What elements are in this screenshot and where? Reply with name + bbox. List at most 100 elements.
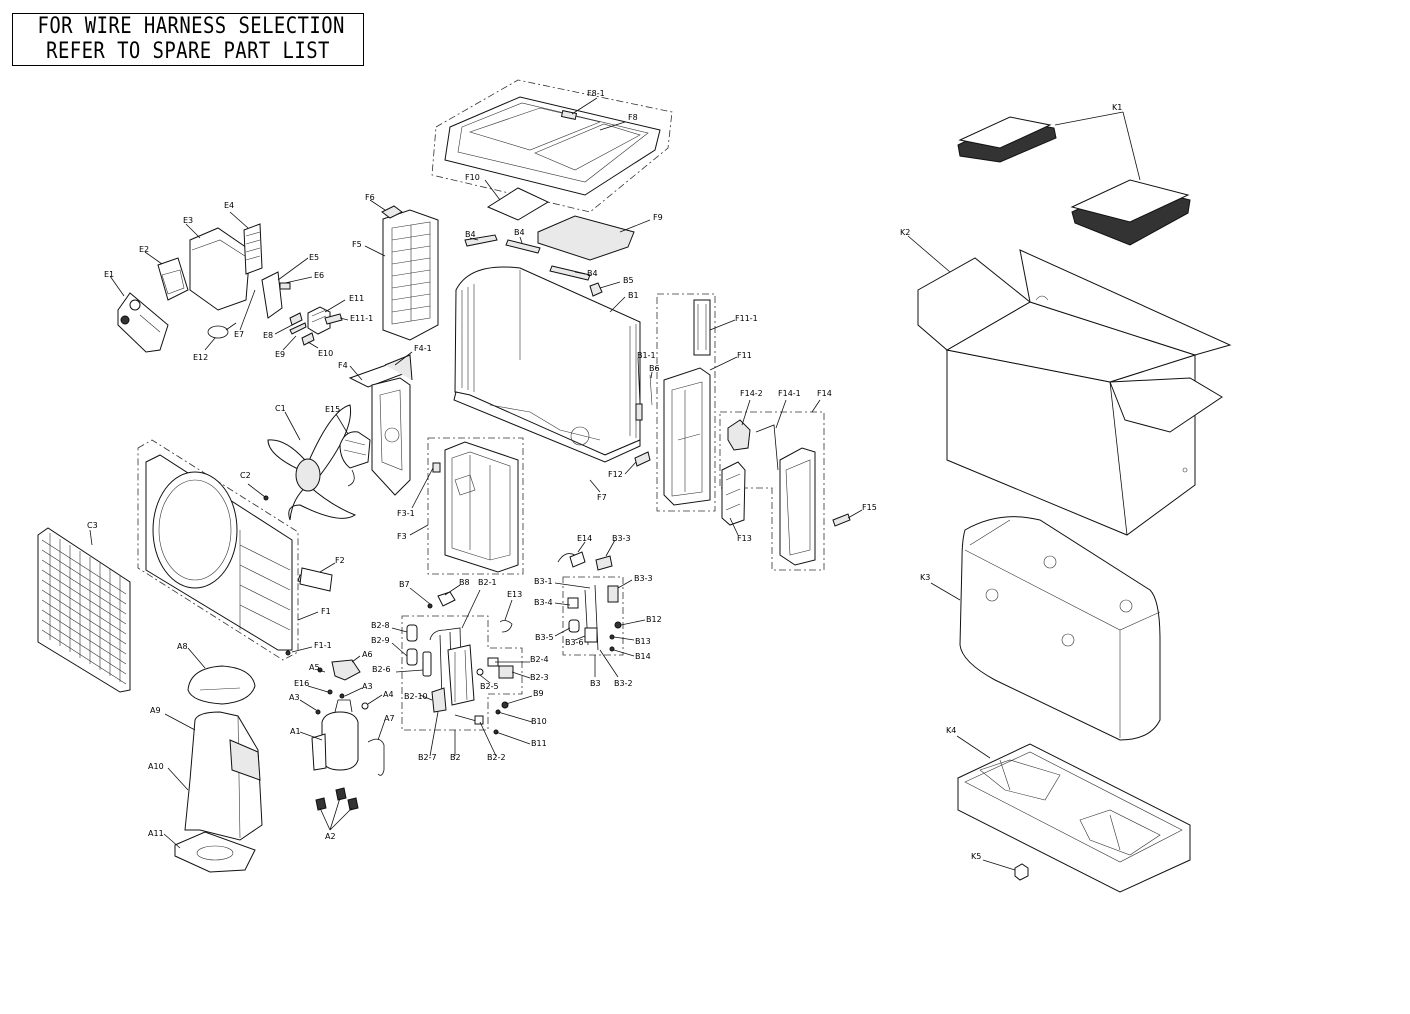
label-f4-1: F4-1: [414, 344, 432, 353]
label-b1: B1: [628, 291, 639, 300]
label-b3-4: B3-4: [534, 598, 553, 607]
label-a2: A2: [325, 832, 336, 841]
label-f12: F12: [608, 470, 623, 479]
label-f10: F10: [465, 173, 480, 182]
notice-line-2: REFER TO SPARE PART LIST: [46, 39, 330, 64]
label-b3-3-a: B3-3: [612, 534, 631, 543]
notice-line-1: FOR WIRE HARNESS SELECTION: [37, 14, 345, 39]
label-b3-5: B3-5: [535, 633, 554, 642]
label-a3-a: A3: [289, 693, 300, 702]
packaging-group: [917, 116, 1232, 893]
electrical-components: [117, 223, 343, 353]
label-b2-8: B2-8: [371, 621, 390, 630]
label-e5: E5: [309, 253, 319, 262]
label-a3-b: A3: [362, 682, 373, 691]
label-a10: A10: [148, 762, 164, 771]
label-f14-2: F14-2: [740, 389, 763, 398]
label-f13: F13: [737, 534, 752, 543]
label-b3: B3: [590, 679, 601, 688]
label-e6: E6: [314, 271, 324, 280]
label-b3-6: B3-6: [565, 638, 584, 647]
label-a8: A8: [177, 642, 188, 651]
label-b2-6: B2-6: [372, 665, 391, 674]
condenser-assembly: [453, 234, 653, 463]
label-b11: B11: [531, 739, 547, 748]
label-b9: B9: [533, 689, 544, 698]
right-side-panel-group: [634, 293, 716, 512]
label-b12: B12: [646, 615, 662, 624]
label-f1-1: F1-1: [314, 641, 332, 650]
label-b2-1: B2-1: [478, 578, 497, 587]
label-e14: E14: [577, 534, 592, 543]
label-f14-1: F14-1: [778, 389, 801, 398]
label-a11: A11: [148, 829, 164, 838]
label-e3: E3: [183, 216, 193, 225]
label-f5: F5: [352, 240, 362, 249]
label-b3-3-b: B3-3: [634, 574, 653, 583]
label-e4: E4: [224, 201, 234, 210]
label-f8-1: F8-1: [587, 89, 605, 98]
label-f14: F14: [817, 389, 832, 398]
label-k1: K1: [1112, 103, 1122, 112]
label-b2-7: B2-7: [418, 753, 437, 762]
label-e7: E7: [234, 330, 244, 339]
compressor-group: [174, 659, 385, 873]
label-b2-5: B2-5: [480, 682, 499, 691]
fan-and-motor: [267, 404, 371, 521]
motor-bracket: [348, 354, 413, 496]
label-e9: E9: [275, 350, 285, 359]
label-e12: E12: [193, 353, 208, 362]
label-k2: K2: [900, 228, 910, 237]
front-panel-group: [137, 439, 333, 661]
label-b13: B13: [635, 637, 651, 646]
label-b2-4: B2-4: [530, 655, 549, 664]
label-f7: F7: [597, 493, 607, 502]
leader-lines: [89, 97, 1141, 871]
label-b8: B8: [459, 578, 470, 587]
label-e15: E15: [325, 405, 340, 414]
part-labels: F8-1 F8 F10 F9 F6 B4 B4 B4 B5 B1 F5 E4 E…: [87, 89, 1122, 861]
label-b4-a: B4: [465, 230, 476, 239]
side-grille-panel: [381, 205, 439, 341]
label-b2-9: B2-9: [371, 636, 390, 645]
label-f9: F9: [653, 213, 663, 222]
label-e13: E13: [507, 590, 522, 599]
label-f3-1: F3-1: [397, 509, 415, 518]
label-f4: F4: [338, 361, 348, 370]
label-e10: E10: [318, 349, 333, 358]
label-f3: F3: [397, 532, 407, 541]
label-k3: K3: [920, 573, 930, 582]
label-e11-1: E11-1: [350, 314, 373, 323]
label-b10: B10: [531, 717, 547, 726]
label-c2: C2: [240, 471, 251, 480]
label-k4: K4: [946, 726, 956, 735]
label-b2-10: B2-10: [404, 692, 428, 701]
label-b4-b: B4: [514, 228, 525, 237]
label-b2: B2: [450, 753, 461, 762]
top-cover-group: [431, 79, 673, 261]
label-f6: F6: [365, 193, 375, 202]
label-e1: E1: [104, 270, 114, 279]
label-c3: C3: [87, 521, 98, 530]
label-a5: A5: [309, 663, 320, 672]
label-e2: E2: [139, 245, 149, 254]
label-f11: F11: [737, 351, 752, 360]
label-c1: C1: [275, 404, 286, 413]
label-e8: E8: [263, 331, 273, 340]
label-f1: F1: [321, 607, 331, 616]
label-b2-3: B2-3: [530, 673, 549, 682]
wire-harness-notice: FOR WIRE HARNESS SELECTION REFER TO SPAR…: [12, 13, 364, 66]
label-a6: A6: [362, 650, 373, 659]
label-f2: F2: [335, 556, 345, 565]
label-k5: K5: [971, 852, 981, 861]
label-a9: A9: [150, 706, 161, 715]
label-b2-2: B2-2: [487, 753, 506, 762]
label-f8: F8: [628, 113, 638, 122]
label-b3-2: B3-2: [614, 679, 633, 688]
label-e16: E16: [294, 679, 309, 688]
label-b14: B14: [635, 652, 651, 661]
label-b3-1: B3-1: [534, 577, 553, 586]
label-a7: A7: [384, 714, 395, 723]
label-b5: B5: [623, 276, 634, 285]
